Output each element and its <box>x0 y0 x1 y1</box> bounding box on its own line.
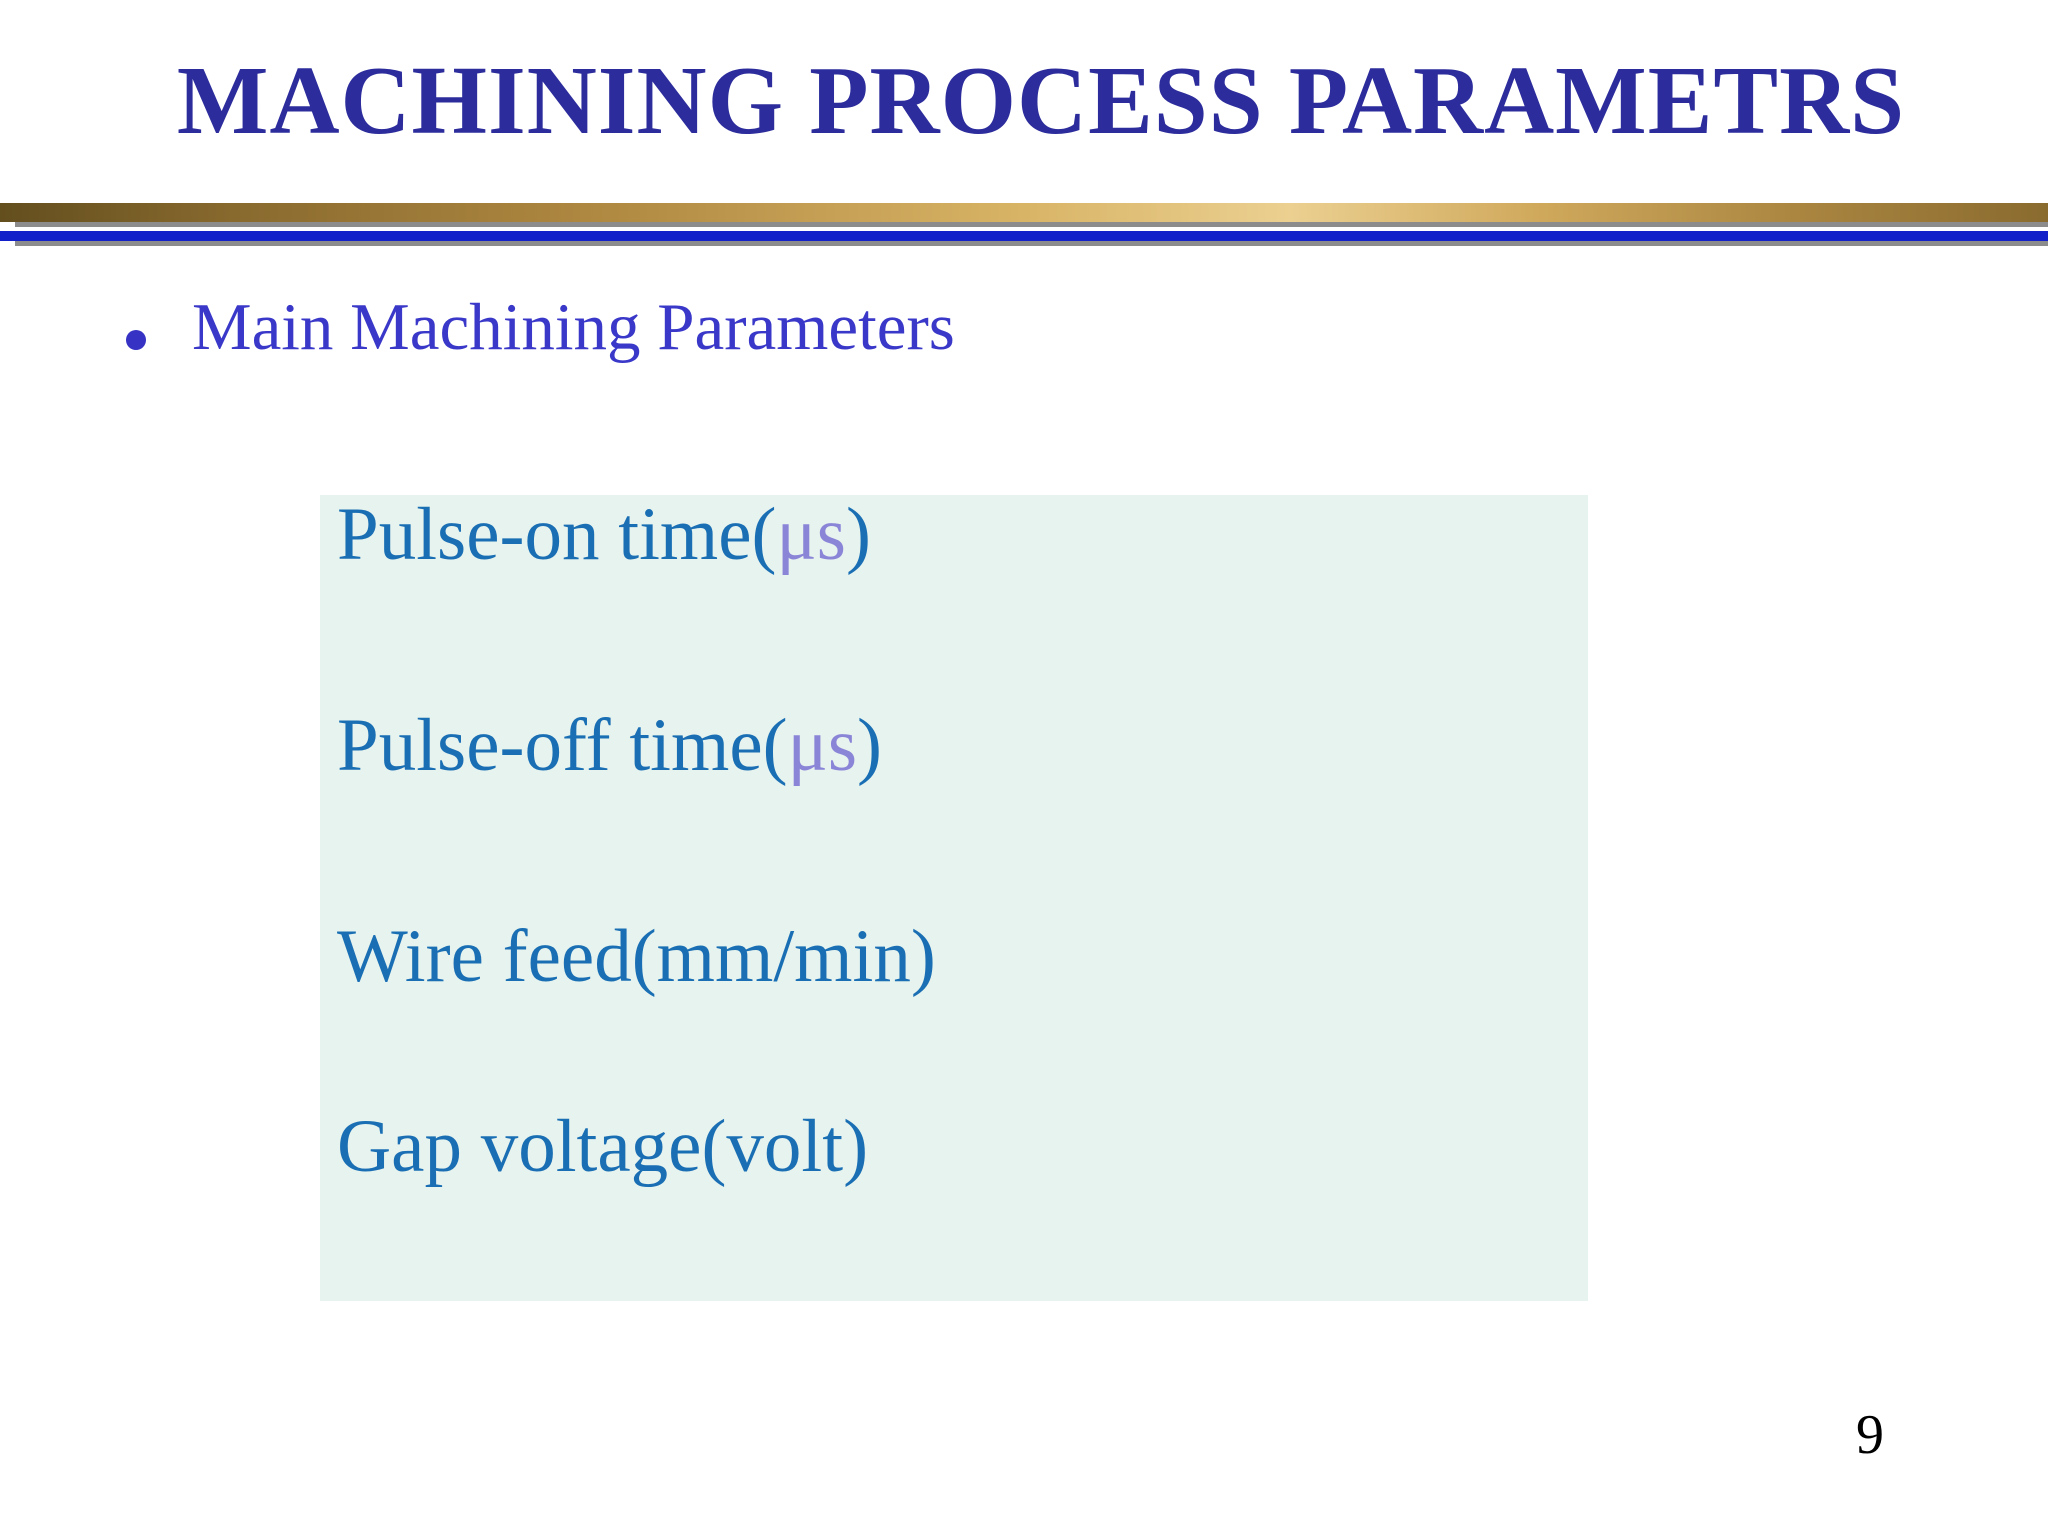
parameter-close-paren: ) <box>857 704 883 787</box>
parameter-text: Gap voltage(volt) <box>337 1105 869 1188</box>
page-number: 9 <box>1856 1404 1884 1466</box>
parameter-text: Pulse-off time( <box>337 704 788 787</box>
parameter-wire-feed: Wire feed(mm/min) <box>337 919 936 994</box>
parameter-unit: μs <box>776 493 846 576</box>
parameters-panel <box>320 495 1588 1301</box>
blue-divider-shadow <box>15 241 2048 246</box>
bullet-item-label: Main Machining Parameters <box>192 290 955 364</box>
parameter-text: Wire feed(mm/min) <box>337 915 936 998</box>
parameter-close-paren: ) <box>845 493 871 576</box>
parameter-pulse-on-time: Pulse-on time(μs) <box>337 497 871 572</box>
parameter-text: Pulse-on time( <box>337 493 777 576</box>
page-title: MACHINING PROCESS PARAMETRS <box>176 47 1906 154</box>
parameter-pulse-off-time: Pulse-off time(μs) <box>337 708 882 783</box>
parameter-gap-voltage: Gap voltage(volt) <box>337 1109 868 1184</box>
parameter-unit: μs <box>787 704 858 787</box>
blue-divider <box>0 231 2048 241</box>
gold-divider <box>0 203 2048 222</box>
bullet-icon <box>126 330 146 350</box>
gold-divider-shadow <box>15 222 2048 227</box>
